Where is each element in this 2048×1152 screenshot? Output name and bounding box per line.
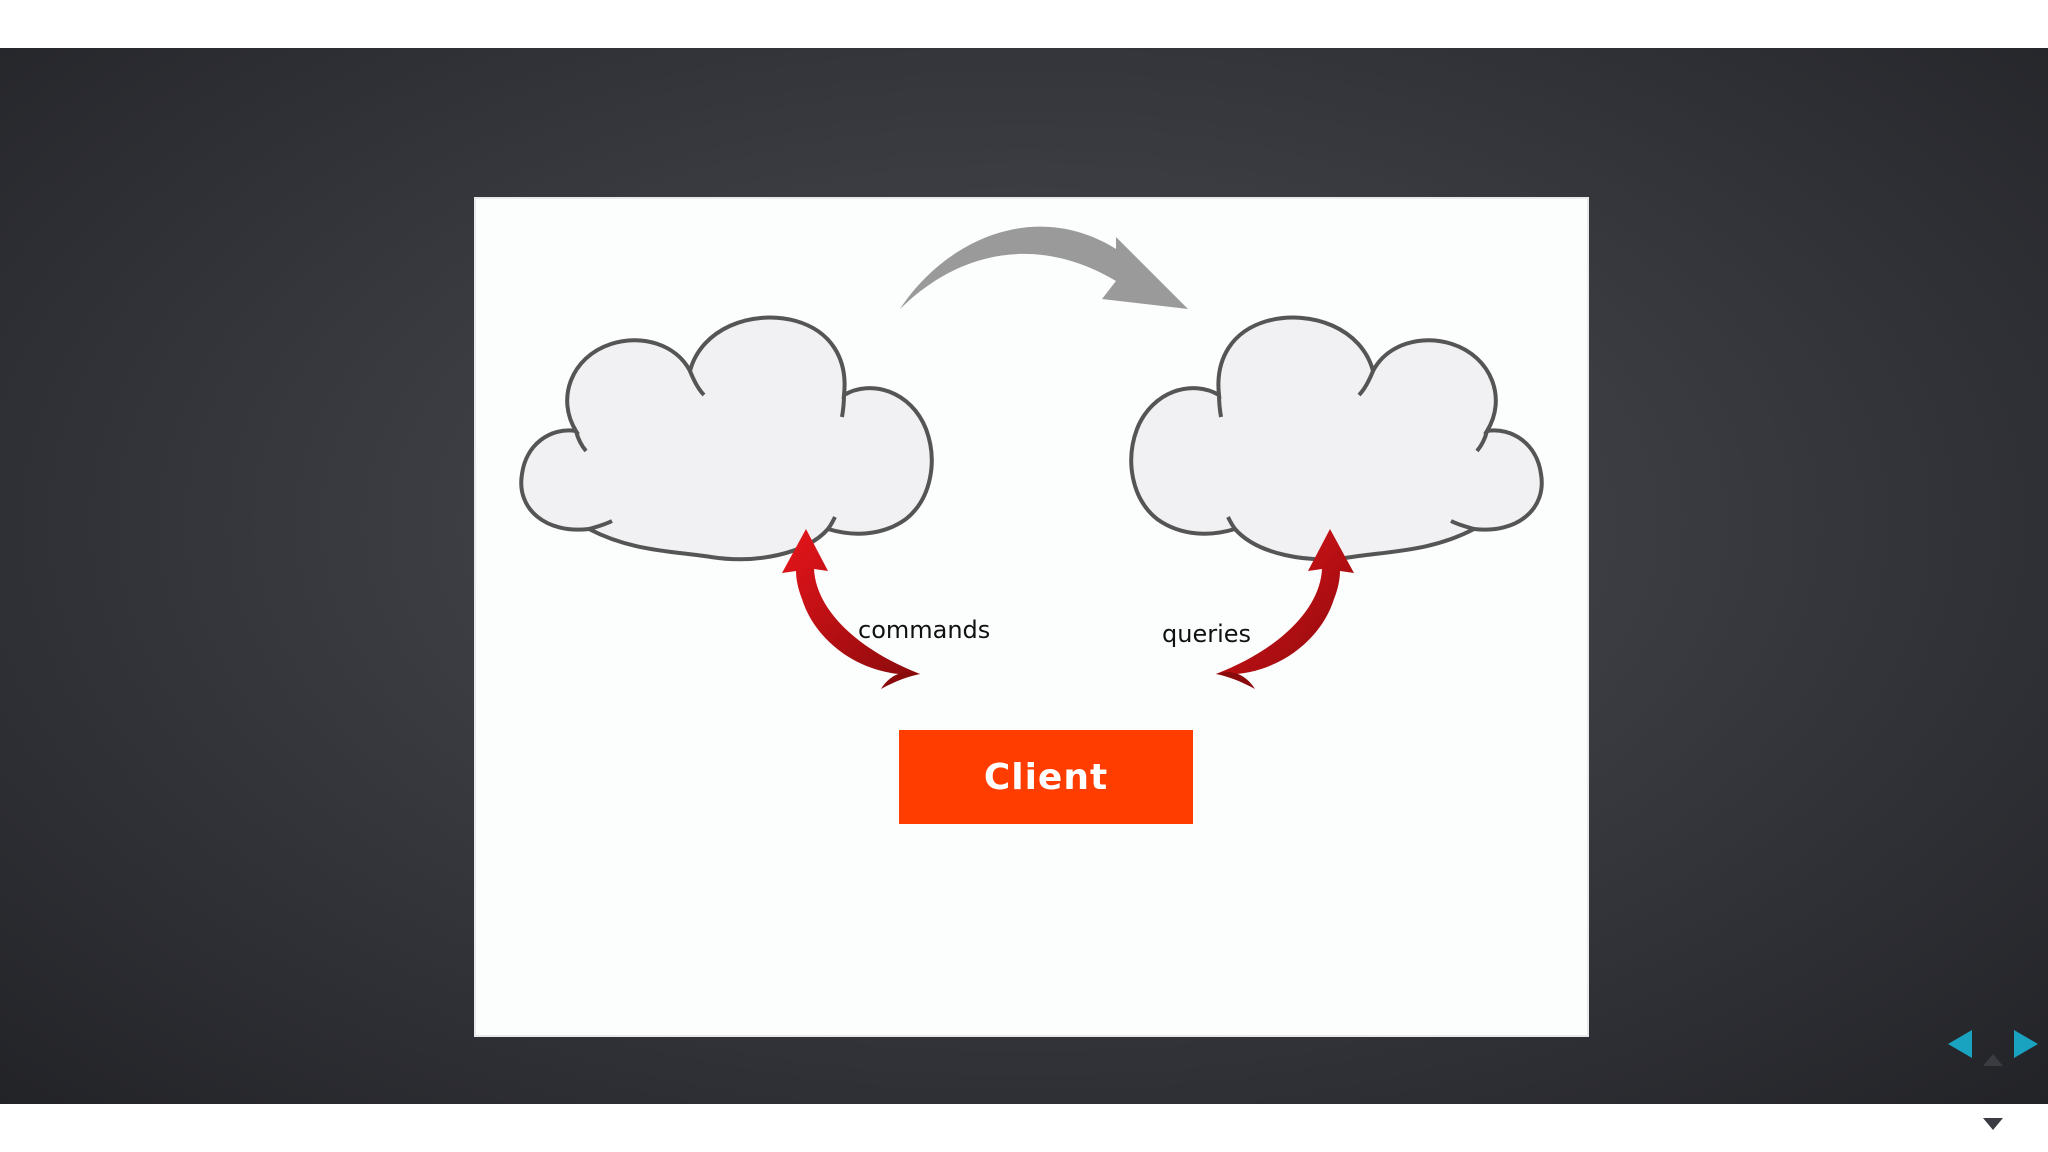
- nav-up-icon: [1983, 1054, 2003, 1066]
- slide: commands queries Client: [476, 199, 1587, 1035]
- nav-down-icon: [1983, 1118, 2003, 1130]
- client-label: Client: [983, 756, 1109, 798]
- curved-arrow-right-icon: [900, 226, 1188, 309]
- client-box: Client: [899, 730, 1193, 824]
- presentation-stage: commands queries Client: [0, 48, 2048, 1130]
- commands-label: commands: [858, 616, 991, 644]
- diagram-canvas: [519, 226, 1544, 689]
- commands-arrow-icon: [782, 529, 920, 689]
- next-slide-icon[interactable]: [2014, 1030, 2038, 1058]
- right-cloud-icon: [1129, 315, 1544, 562]
- queries-label: queries: [1162, 620, 1252, 648]
- previous-slide-icon[interactable]: [1948, 1030, 1972, 1058]
- queries-arrow-icon: [1216, 529, 1354, 689]
- left-cloud-icon: [519, 315, 934, 562]
